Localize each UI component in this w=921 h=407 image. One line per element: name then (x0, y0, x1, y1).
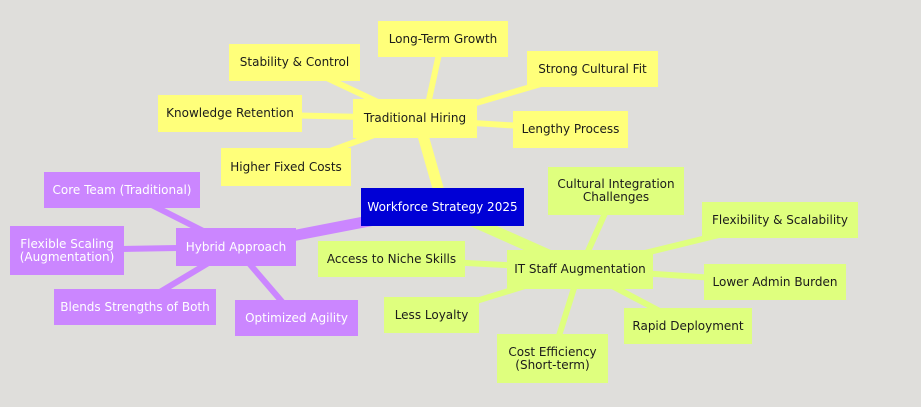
traditional-hiring-node: Traditional Hiring (353, 99, 477, 138)
cultural-integration-node: Cultural Integration Challenges (548, 167, 684, 215)
rapid-deployment-node: Rapid Deployment (624, 308, 752, 344)
access-niche-skills-node: Access to Niche Skills (318, 241, 465, 277)
hybrid-approach-node: Hybrid Approach (176, 228, 296, 266)
strong-cultural-fit-node: Strong Cultural Fit (527, 51, 658, 87)
cost-efficiency-node: Cost Efficiency (Short-term) (497, 334, 608, 383)
long-term-growth-node: Long-Term Growth (378, 21, 508, 57)
lower-admin-burden-node: Lower Admin Burden (704, 264, 846, 300)
higher-fixed-costs-node: Higher Fixed Costs (221, 148, 351, 186)
knowledge-retention-node: Knowledge Retention (158, 95, 302, 132)
less-loyalty-node: Less Loyalty (384, 297, 479, 333)
stability-control-node: Stability & Control (229, 44, 360, 81)
lengthy-process-node: Lengthy Process (513, 111, 628, 148)
optimized-agility-node: Optimized Agility (235, 300, 358, 336)
it-staff-augmentation-node: IT Staff Augmentation (507, 250, 653, 289)
root-node: Workforce Strategy 2025 (361, 188, 524, 226)
blends-strengths-node: Blends Strengths of Both (54, 289, 216, 325)
flexible-scaling-node: Flexible Scaling (Augmentation) (10, 226, 124, 275)
flexibility-scalability-node: Flexibility & Scalability (702, 202, 858, 238)
core-team-node: Core Team (Traditional) (44, 172, 200, 208)
